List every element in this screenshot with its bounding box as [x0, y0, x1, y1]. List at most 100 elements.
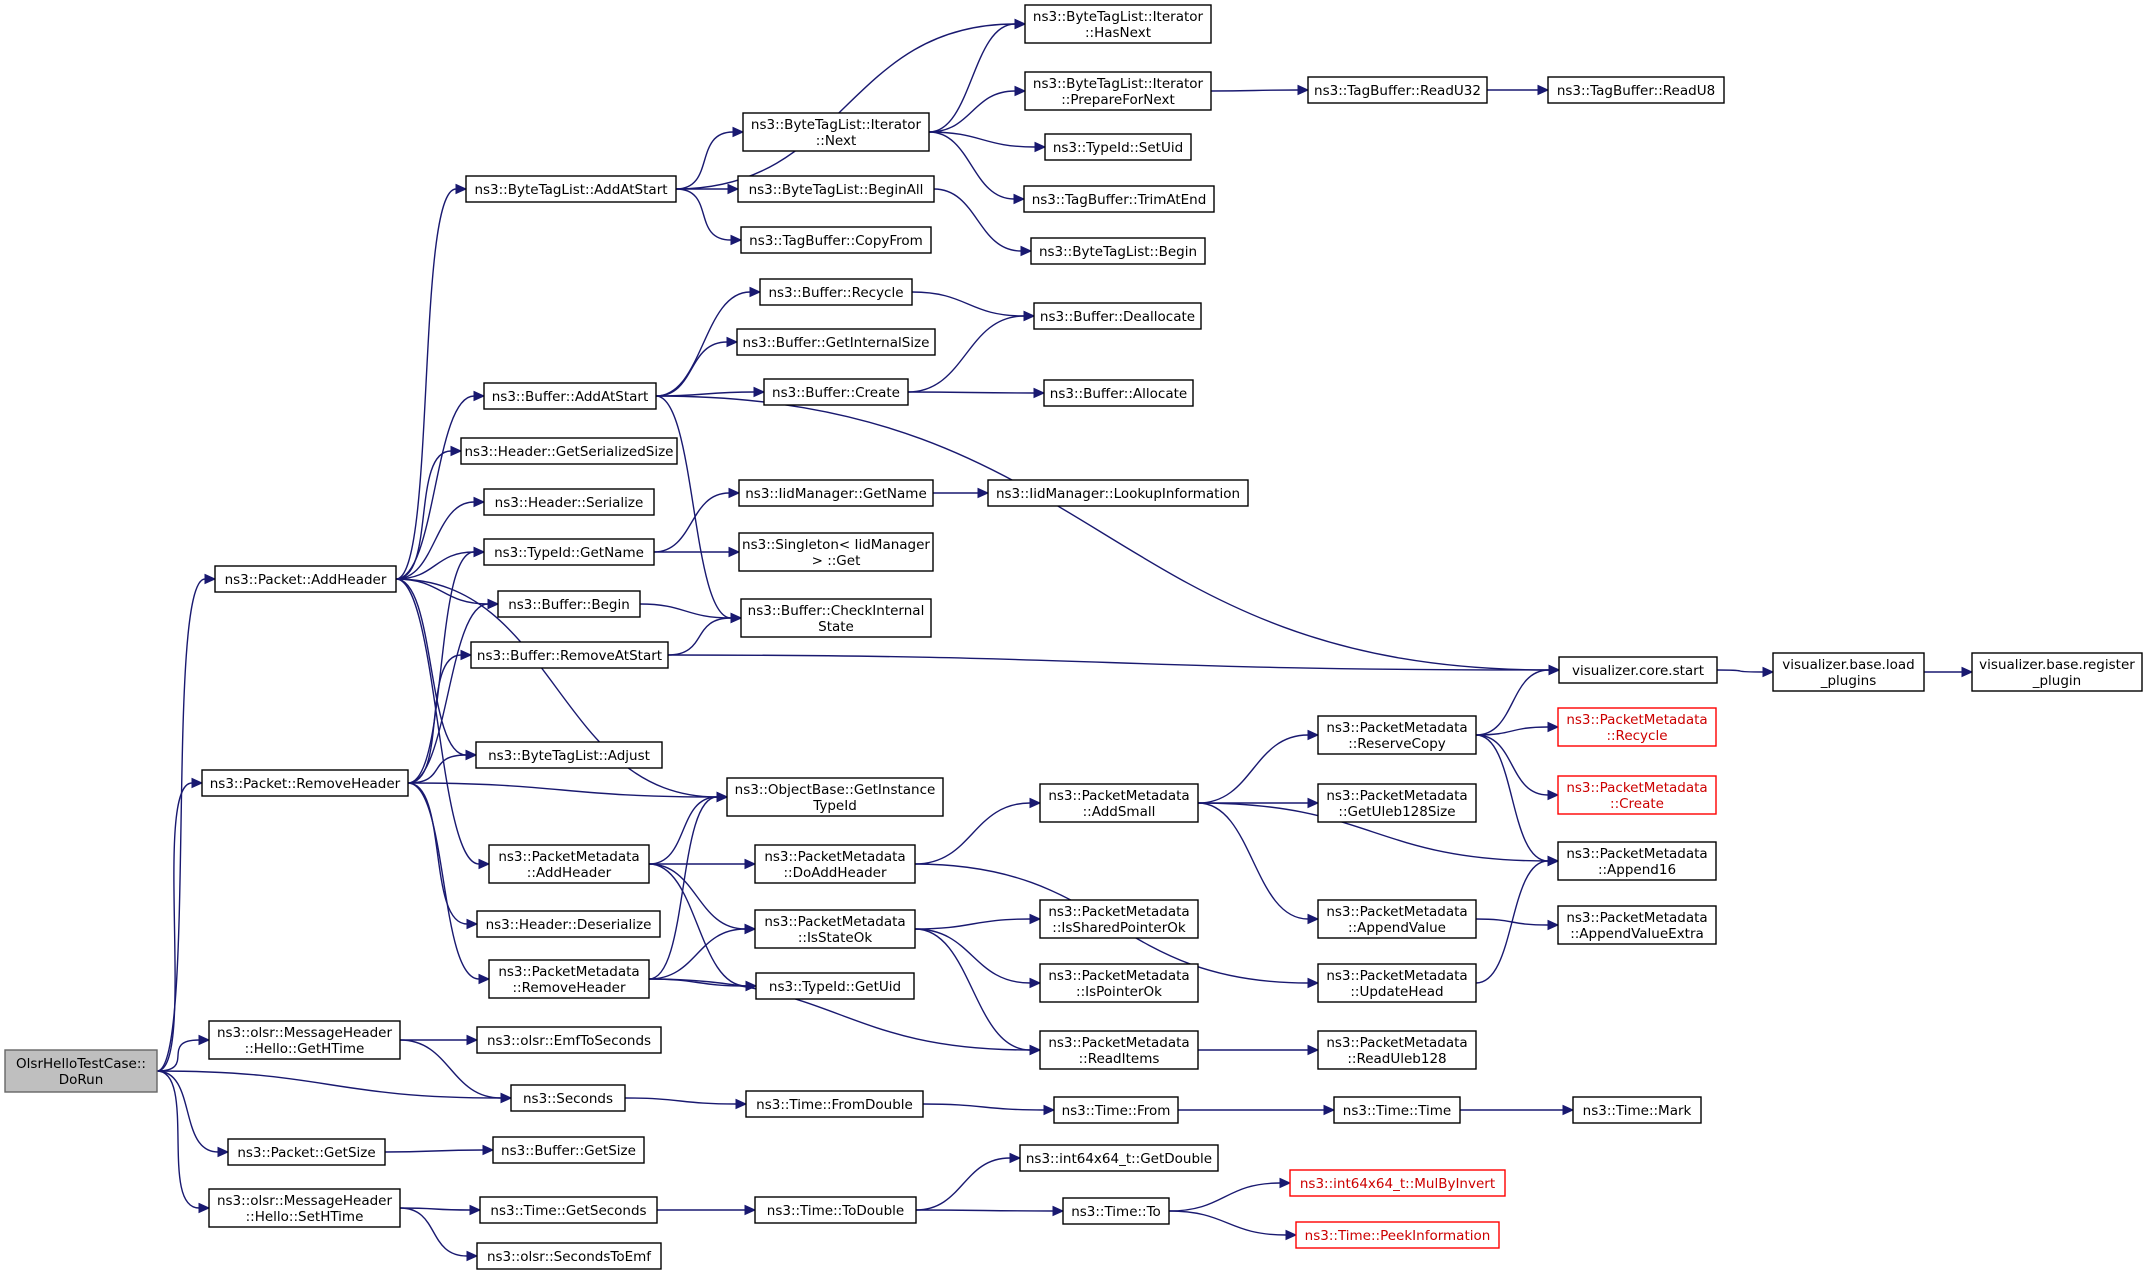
function-node-btli-hasnext[interactable]: ns3::ByteTagList::Iterator::HasNext — [1024, 4, 1212, 44]
function-node-buf-allocate[interactable]: ns3::Buffer::Allocate — [1043, 379, 1194, 407]
function-node-buf-removeatstart[interactable]: ns3::Buffer::RemoveAtStart — [470, 641, 669, 669]
call-edge-root-to-sethtime — [156, 1070, 211, 1214]
function-label-line: ns3::PacketMetadata — [498, 964, 639, 980]
function-node-pkt-removeheader[interactable]: ns3::Packet::RemoveHeader — [201, 769, 409, 797]
function-label-line: visualizer.core.start — [1572, 663, 1704, 679]
call-edge-viz-core-start-to-viz-load-plugins — [1716, 666, 1775, 678]
function-node-btl-beginall[interactable]: ns3::ByteTagList::BeginAll — [737, 175, 935, 203]
function-node-viz-load-plugins[interactable]: visualizer.base.load_plugins — [1772, 652, 1925, 692]
function-node-tb-readu8[interactable]: ns3::TagBuffer::ReadU8 — [1547, 76, 1725, 104]
function-node-time-fromdouble[interactable]: ns3::Time::FromDouble — [745, 1090, 924, 1118]
function-node-hdr-getserializedsize[interactable]: ns3::Header::GetSerializedSize — [460, 437, 678, 465]
function-node-typeid-getuid[interactable]: ns3::TypeId::GetUid — [755, 972, 915, 1000]
function-node-emftoseconds[interactable]: ns3::olsr::EmfToSeconds — [476, 1026, 662, 1054]
function-node-tb-trimatend[interactable]: ns3::TagBuffer::TrimAtEnd — [1023, 185, 1215, 213]
function-node-btli-preparefornext[interactable]: ns3::ByteTagList::Iterator::PrepareForNe… — [1024, 71, 1212, 111]
function-node-pm-issharedpointerok[interactable]: ns3::PacketMetadata::IsSharedPointerOk — [1039, 899, 1199, 939]
function-node-viz-register-plugin[interactable]: visualizer.base.register_plugin — [1971, 652, 2143, 692]
function-label-line: _plugin — [2032, 673, 2082, 689]
function-label-line: ns3::PacketMetadata — [764, 849, 905, 865]
call-edge-pkt-removeheader-to-buf-removeatstart — [407, 649, 473, 784]
function-label-line: ns3::ByteTagList::Iterator — [1033, 76, 1204, 92]
function-node-sethtime[interactable]: ns3::olsr::MessageHeader::Hello::SetHTim… — [208, 1188, 401, 1228]
function-node-buf-addatstart[interactable]: ns3::Buffer::AddAtStart — [483, 382, 657, 410]
function-node-pm-appendvalueextra[interactable]: ns3::PacketMetadata::AppendValueExtra — [1557, 905, 1717, 945]
function-node-singleton-get[interactable]: ns3::Singleton< IidManager> ::Get — [738, 532, 934, 572]
function-node-btl-begin[interactable]: ns3::ByteTagList::Begin — [1030, 237, 1206, 265]
function-node-pm-create[interactable]: ns3::PacketMetadata::Create — [1557, 775, 1717, 815]
call-edge-pm-isstateok-to-pm-readitems — [914, 928, 1042, 1056]
function-label-line: ::Hello::GetHTime — [245, 1041, 365, 1057]
function-node-btl-adjust[interactable]: ns3::ByteTagList::Adjust — [475, 741, 663, 769]
function-node-buf-getinternalsize[interactable]: ns3::Buffer::GetInternalSize — [736, 328, 936, 356]
function-node-pm-readitems[interactable]: ns3::PacketMetadata::ReadItems — [1039, 1030, 1199, 1070]
call-edge-pm-isstateok-to-pm-issharedpointerok — [914, 913, 1042, 930]
function-node-iid-lookup[interactable]: ns3::IidManager::LookupInformation — [987, 479, 1249, 507]
function-node-hdr-serialize[interactable]: ns3::Header::Serialize — [483, 488, 655, 516]
function-node-pm-addheader[interactable]: ns3::PacketMetadata::AddHeader — [488, 844, 650, 884]
call-edge-pm-isstateok-to-pm-ispointerok — [914, 928, 1042, 989]
function-node-pkt-addheader[interactable]: ns3::Packet::AddHeader — [214, 565, 397, 593]
function-label-line: ns3::PacketMetadata — [1326, 720, 1467, 736]
function-label-line: ns3::Singleton< IidManager — [742, 537, 930, 553]
function-label-line: ns3::Packet::GetSize — [237, 1145, 375, 1161]
function-label-line: ns3::Time::FromDouble — [756, 1097, 913, 1113]
function-node-time-todouble[interactable]: ns3::Time::ToDouble — [754, 1196, 917, 1224]
function-node-secondstoemf[interactable]: ns3::olsr::SecondsToEmf — [476, 1242, 662, 1270]
function-node-gethtime[interactable]: ns3::olsr::MessageHeader::Hello::GetHTim… — [208, 1020, 401, 1060]
call-edge-buf-removeatstart-to-viz-core-start — [667, 654, 1561, 676]
function-node-pm-append16[interactable]: ns3::PacketMetadata::Append16 — [1557, 841, 1717, 881]
function-node-pm-isstateok[interactable]: ns3::PacketMetadata::IsStateOk — [754, 909, 916, 949]
function-node-pm-appendvalue[interactable]: ns3::PacketMetadata::AppendValue — [1317, 899, 1477, 939]
call-edge-pm-readitems-to-pm-readuleb128 — [1198, 1044, 1320, 1056]
function-node-viz-core-start[interactable]: visualizer.core.start — [1558, 656, 1718, 684]
function-node-seconds[interactable]: ns3::Seconds — [510, 1084, 626, 1112]
function-label-line: ::GetUleb128Size — [1338, 804, 1455, 820]
function-node-btli-next[interactable]: ns3::ByteTagList::Iterator::Next — [742, 112, 930, 152]
function-node-pm-reservecopy[interactable]: ns3::PacketMetadata::ReserveCopy — [1317, 715, 1477, 755]
call-edge-buf-create-to-buf-allocate — [907, 387, 1046, 399]
function-label-line: ns3::PacketMetadata — [1566, 712, 1707, 728]
call-edge-typeid-getname-to-singleton-get — [654, 546, 741, 558]
function-node-iid-getname[interactable]: ns3::IidManager::GetName — [738, 479, 934, 507]
call-edge-pkt-addheader-to-hdr-getserializedsize — [395, 445, 463, 580]
function-node-pm-readuleb128[interactable]: ns3::PacketMetadata::ReadUleb128 — [1317, 1030, 1477, 1070]
function-label-line: ns3::Buffer::Deallocate — [1040, 309, 1195, 325]
function-node-buf-getsize[interactable]: ns3::Buffer::GetSize — [492, 1136, 645, 1164]
function-node-buf-deallocate[interactable]: ns3::Buffer::Deallocate — [1033, 302, 1202, 330]
function-node-hdr-deserialize[interactable]: ns3::Header::Deserialize — [476, 910, 661, 938]
function-node-pm-doaddheader[interactable]: ns3::PacketMetadata::DoAddHeader — [754, 844, 916, 884]
function-node-i64-getdouble[interactable]: ns3::int64x64_t::GetDouble — [1019, 1144, 1219, 1172]
function-label-line: ns3::Packet::AddHeader — [225, 572, 387, 588]
function-label-line: ns3::PacketMetadata — [1326, 904, 1467, 920]
function-node-time-getseconds[interactable]: ns3::Time::GetSeconds — [479, 1196, 658, 1224]
function-node-pkt-getsize[interactable]: ns3::Packet::GetSize — [227, 1138, 386, 1166]
function-node-pm-removeheader[interactable]: ns3::PacketMetadata::RemoveHeader — [488, 959, 650, 999]
function-node-buf-create[interactable]: ns3::Buffer::Create — [763, 378, 909, 406]
function-node-btl-addatstart[interactable]: ns3::ByteTagList::AddAtStart — [465, 175, 677, 203]
function-node-typeid-getname[interactable]: ns3::TypeId::GetName — [483, 538, 655, 566]
function-label-line: ns3::IidManager::LookupInformation — [996, 486, 1240, 502]
function-node-pm-updatehead[interactable]: ns3::PacketMetadata::UpdateHead — [1317, 963, 1477, 1003]
function-node-tb-readu32[interactable]: ns3::TagBuffer::ReadU32 — [1307, 76, 1488, 104]
function-node-time-peekinformation[interactable]: ns3::Time::PeekInformation — [1295, 1221, 1500, 1249]
function-node-time-time[interactable]: ns3::Time::Time — [1333, 1096, 1461, 1124]
function-node-typeid-setuid[interactable]: ns3::TypeId::SetUid — [1044, 133, 1192, 161]
function-node-pm-addsmall[interactable]: ns3::PacketMetadata::AddSmall — [1039, 783, 1199, 823]
function-node-buf-recycle[interactable]: ns3::Buffer::Recycle — [759, 278, 913, 306]
function-node-time-to[interactable]: ns3::Time::To — [1062, 1197, 1170, 1225]
function-node-time-from[interactable]: ns3::Time::From — [1053, 1096, 1179, 1124]
function-node-pm-recycle[interactable]: ns3::PacketMetadata::Recycle — [1557, 707, 1717, 747]
call-edge-pkt-addheader-to-buf-addatstart — [395, 390, 486, 580]
function-node-i64-mulbyinvert[interactable]: ns3::int64x64_t::MulByInvert — [1289, 1169, 1506, 1197]
function-node-time-mark[interactable]: ns3::Time::Mark — [1572, 1096, 1702, 1124]
function-label-line: ns3::PacketMetadata — [1048, 1035, 1189, 1051]
function-node-pm-ispointerok[interactable]: ns3::PacketMetadata::IsPointerOk — [1039, 963, 1199, 1003]
function-node-tb-copyfrom[interactable]: ns3::TagBuffer::CopyFrom — [740, 226, 932, 254]
function-label-line: ns3::Time::GetSeconds — [490, 1203, 646, 1219]
function-label-line: ns3::PacketMetadata — [1566, 910, 1707, 926]
function-node-pm-getuleb128size[interactable]: ns3::PacketMetadata::GetUleb128Size — [1317, 783, 1477, 823]
function-node-buf-begin[interactable]: ns3::Buffer::Begin — [497, 590, 641, 618]
